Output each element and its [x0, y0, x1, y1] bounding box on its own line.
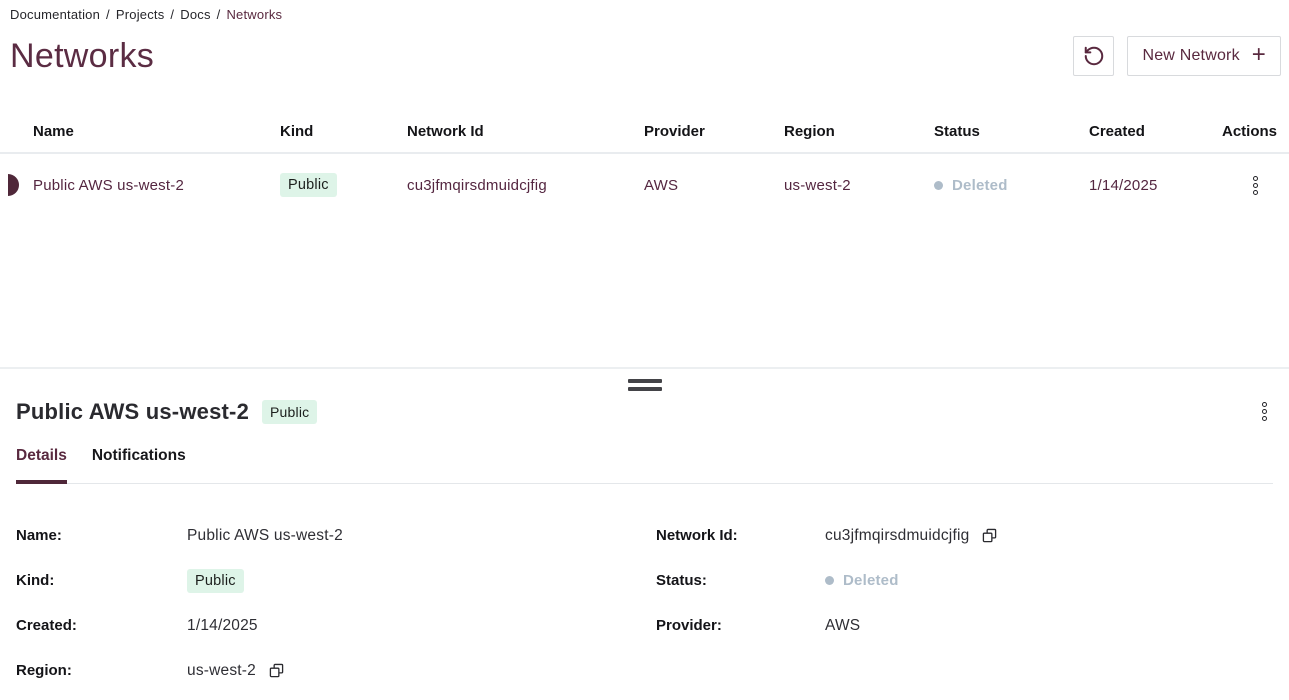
status-label: Deleted — [952, 176, 1008, 194]
breadcrumb-separator: / — [170, 7, 175, 22]
cell-status: Deleted — [934, 177, 1089, 194]
detail-label: Region: — [16, 662, 72, 679]
tab-details[interactable]: Details — [16, 447, 67, 484]
drawer-tabs: Details Notifications — [0, 447, 1289, 484]
detail-row-provider: Provider: AWS — [656, 617, 1273, 635]
cell-network-id: cu3jfmqirsdmuidcjfig — [407, 176, 547, 194]
breadcrumb-item-projects[interactable]: Projects — [115, 7, 165, 22]
cell-region: us-west-2 — [784, 176, 851, 194]
breadcrumb-item-documentation[interactable]: Documentation — [10, 7, 101, 22]
breadcrumb: Documentation / Projects / Docs / Networ… — [10, 7, 282, 22]
details-right-column: Network Id: cu3jfmqirsdmuidcjfig Status: — [656, 513, 1273, 693]
page-title: Networks — [10, 36, 155, 75]
refresh-button[interactable] — [1073, 36, 1115, 76]
detail-label: Name: — [16, 527, 62, 544]
tab-notifications[interactable]: Notifications — [91, 447, 186, 464]
copy-region-button[interactable] — [267, 661, 286, 680]
detail-label: Status: — [656, 572, 707, 589]
column-header-provider: Provider — [644, 122, 705, 140]
breadcrumb-item-docs[interactable]: Docs — [180, 7, 211, 22]
detail-value-name: Public AWS us-west-2 — [187, 526, 343, 544]
breadcrumb-separator: / — [216, 7, 221, 22]
detail-row-status: Status: Deleted — [656, 572, 1273, 589]
detail-value-network-id: cu3jfmqirsdmuidcjfig — [825, 526, 970, 544]
status-dot-icon — [934, 180, 943, 190]
table-header-row: Name Kind Network Id Provider Region Sta… — [0, 110, 1289, 154]
copy-icon — [269, 663, 284, 678]
page-header: Networks New Network + — [10, 36, 1281, 76]
detail-status-label: Deleted — [843, 572, 899, 589]
kind-badge: Public — [280, 173, 337, 197]
detail-value-provider: AWS — [825, 616, 861, 634]
row-actions-kebab-icon[interactable] — [1247, 170, 1264, 201]
network-detail-drawer: Public AWS us-west-2 Public Details Noti… — [0, 367, 1289, 700]
breadcrumb-separator: / — [106, 7, 110, 22]
drawer-actions-kebab-icon[interactable] — [1256, 396, 1273, 427]
detail-label: Network Id: — [656, 527, 738, 544]
detail-row-network-id: Network Id: cu3jfmqirsdmuidcjfig — [656, 526, 1273, 545]
row-selected-indicator — [8, 174, 19, 196]
detail-label: Provider: — [656, 617, 722, 634]
detail-row-kind: Kind: Public — [16, 568, 656, 593]
details-panel: Name: Public AWS us-west-2 Kind: Public … — [0, 513, 1289, 693]
column-header-kind: Kind — [280, 122, 314, 140]
breadcrumb-item-networks: Networks — [226, 7, 283, 22]
detail-row-created: Created: 1/14/2025 — [16, 617, 656, 635]
drawer-title: Public AWS us-west-2 — [16, 398, 250, 424]
column-header-region: Region — [784, 122, 835, 140]
refresh-icon — [1084, 46, 1104, 66]
column-header-status: Status — [934, 122, 980, 140]
detail-value-region: us-west-2 — [187, 661, 256, 679]
column-header-network-id: Network Id — [407, 122, 484, 140]
networks-table: Name Kind Network Id Provider Region Sta… — [0, 110, 1289, 216]
header-actions: New Network + — [1073, 36, 1281, 76]
drawer-drag-handle-icon[interactable] — [627, 378, 662, 392]
drawer-kind-badge: Public — [262, 399, 318, 424]
detail-label: Kind: — [16, 572, 55, 589]
new-network-button[interactable]: New Network + — [1127, 36, 1281, 76]
detail-label: Created: — [16, 617, 77, 634]
details-left-column: Name: Public AWS us-west-2 Kind: Public … — [16, 513, 656, 693]
cell-provider: AWS — [644, 176, 679, 194]
detail-row-name: Name: Public AWS us-west-2 — [16, 527, 656, 545]
detail-row-region: Region: us-west-2 — [16, 661, 656, 680]
plus-icon: + — [1251, 41, 1266, 68]
detail-kind-badge: Public — [187, 568, 244, 593]
detail-value-created: 1/14/2025 — [187, 616, 258, 634]
cell-kind: Public — [280, 173, 407, 197]
table-row[interactable]: Public AWS us-west-2 Public cu3jfmqirsdm… — [0, 154, 1289, 216]
new-network-button-label: New Network — [1142, 47, 1240, 64]
cell-created: 1/14/2025 — [1089, 176, 1158, 194]
detail-status-badge: Deleted — [825, 572, 899, 589]
cell-name[interactable]: Public AWS us-west-2 — [33, 176, 184, 194]
column-header-name: Name — [33, 122, 74, 140]
column-header-created: Created — [1089, 122, 1145, 140]
column-header-actions: Actions — [1222, 122, 1278, 140]
status-dot-icon — [825, 576, 834, 585]
cell-actions — [1222, 170, 1289, 201]
status-badge: Deleted — [934, 177, 1008, 194]
copy-network-id-button[interactable] — [980, 526, 999, 545]
drawer-header: Public AWS us-west-2 Public — [0, 396, 1289, 427]
copy-icon — [983, 528, 997, 543]
